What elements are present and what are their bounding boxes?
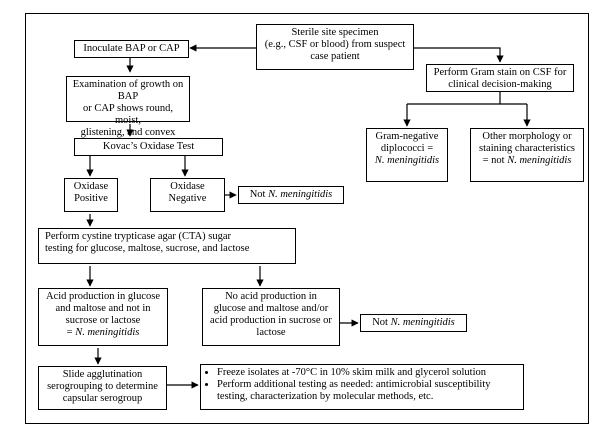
- not-nm-box-2: Not N. meningitidis: [360, 314, 467, 332]
- acid-production-text: Acid production in glucose and maltose a…: [45, 291, 161, 338]
- gram-negative-species: N. meningitidis: [374, 155, 440, 166]
- examination-box: Examination of growth on BAP or CAP show…: [66, 76, 190, 150]
- other-morphology-box: Other morphology or staining characteris…: [470, 128, 584, 182]
- specimen-box: Sterile site specimen (e.g., CSF or bloo…: [256, 24, 414, 70]
- cta-box: Perform cystine trypticase agar (CTA) su…: [38, 228, 296, 264]
- not-nm-prefix-1: Not: [249, 189, 269, 200]
- no-acid-box: No acid production in glucose and maltos…: [202, 288, 340, 346]
- diagram-frame: [25, 13, 589, 424]
- kovacs-oxidase-box: Kovac’s Oxidase Test: [74, 138, 223, 156]
- other-morphology-text: Other morphology or staining characteris…: [479, 131, 575, 166]
- slide-agglutination-box: Slide agglutination serogrouping to dete…: [38, 366, 167, 410]
- acid-production-species: N. meningitidis: [75, 327, 140, 338]
- acid-production-box: Acid production in glucose and maltose a…: [38, 288, 168, 346]
- not-nm-prefix-2: Not: [372, 317, 391, 328]
- gram-negative-box: Gram-negative diplococci = N. meningitid…: [366, 128, 448, 182]
- not-nm-species-2: N. meningitidis: [390, 317, 455, 328]
- gram-stain-box: Perform Gram stain on CSF for clinical d…: [426, 64, 574, 92]
- freeze-isolates-box: Freeze isolates at -70°C in 10% skim mil…: [200, 364, 524, 410]
- other-morphology-species: N. meningitidis: [507, 155, 572, 166]
- gram-negative-text: Gram-negative diplococci =: [375, 131, 439, 154]
- oxidase-negative-box: Oxidase Negative: [150, 178, 225, 212]
- freeze-step-1: Freeze isolates at -70°C in 10% skim mil…: [217, 367, 519, 379]
- oxidase-positive-box: Oxidase Positive: [64, 178, 118, 212]
- freeze-steps-list: Freeze isolates at -70°C in 10% skim mil…: [205, 367, 519, 403]
- not-nm-box-1: Not N. meningitidis: [238, 186, 344, 204]
- freeze-step-2: Perform additional testing as needed: an…: [217, 379, 519, 403]
- not-nm-species-1: N. meningitidis: [268, 189, 333, 200]
- connector-gram: [407, 92, 527, 105]
- inoculate-box: Inoculate BAP or CAP: [74, 40, 189, 58]
- arrow-specimen-to-gram: [414, 47, 504, 63]
